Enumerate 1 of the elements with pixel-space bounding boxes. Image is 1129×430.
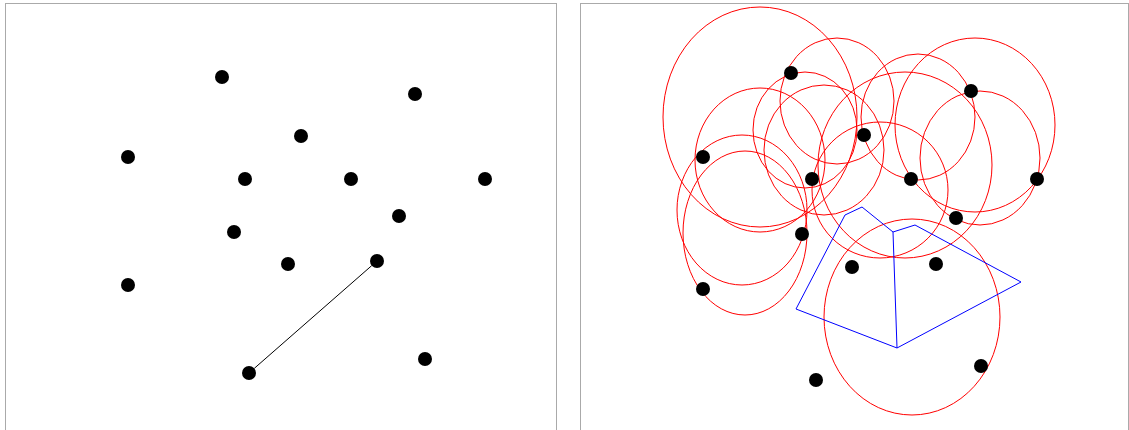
connecting-line [253,265,373,369]
